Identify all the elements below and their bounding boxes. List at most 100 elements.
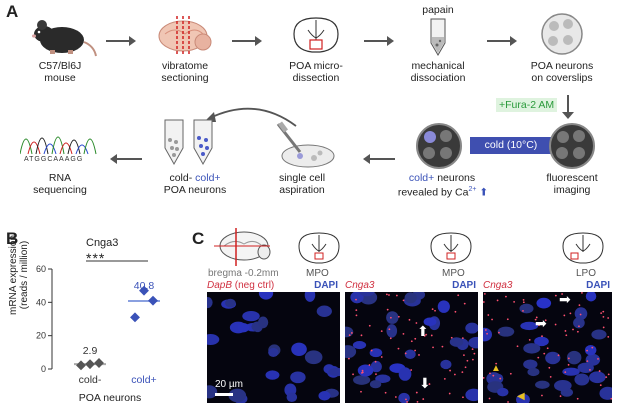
mrna-puncta (563, 314, 566, 317)
mrna-puncta (450, 336, 453, 339)
nucleus (207, 334, 220, 346)
nucleus (527, 367, 540, 377)
mrna-puncta (528, 339, 531, 341)
mrna-puncta (505, 295, 507, 298)
nucleus (352, 341, 367, 350)
nucleus (599, 386, 612, 400)
nucleus (207, 385, 218, 399)
mrna-puncta (454, 310, 457, 313)
scale-bar-label: 20 µm (215, 379, 243, 390)
mrna-puncta (487, 314, 490, 316)
cell-field-2 (345, 292, 478, 403)
mrna-puncta (422, 398, 425, 400)
mrna-puncta (368, 364, 371, 366)
flow-arrow-4 (487, 36, 517, 46)
mrna-puncta (389, 337, 392, 340)
mrna-puncta (410, 369, 413, 371)
nucleus (483, 327, 493, 342)
mrna-puncta (416, 400, 419, 403)
mrna-puncta (414, 337, 417, 340)
nucleus (257, 316, 269, 329)
mrna-puncta (591, 346, 594, 349)
nucleus (291, 342, 307, 356)
mrna-puncta (461, 371, 464, 374)
mrna-puncta (483, 376, 485, 379)
mrna-puncta (368, 324, 371, 327)
nucleus (228, 388, 247, 403)
aspiration-dish-icon (276, 121, 335, 168)
cold-plus-text: cold+ (408, 172, 435, 184)
flow-arrow-5 (363, 154, 395, 164)
region-label-3: LPO (576, 268, 597, 279)
nucleus (554, 380, 572, 392)
arrow-right-icon-2: ➡ (535, 315, 547, 331)
nucleus (404, 349, 416, 359)
calcium-superscript: 2+ (468, 186, 477, 193)
arrow-down-icon: ⬇ (419, 375, 431, 391)
mrna-puncta (492, 374, 495, 377)
y-tick-label-0: 0 (41, 364, 46, 374)
mrna-puncta (559, 395, 562, 398)
nucleus (574, 373, 590, 386)
nucleus (497, 387, 509, 397)
mrna-puncta (554, 323, 557, 326)
nucleus (523, 343, 541, 354)
mrna-puncta (415, 322, 418, 324)
mrna-puncta (495, 362, 498, 365)
mrna-puncta (564, 330, 567, 332)
nucleus (242, 310, 260, 322)
mrna-puncta (576, 330, 579, 333)
mrna-puncta (586, 349, 588, 352)
mrna-puncta (506, 318, 509, 321)
nucleus (536, 297, 552, 309)
mrna-puncta (388, 328, 391, 331)
mrna-puncta (375, 373, 377, 376)
micrograph-label-3: Cnga3 DAPI (483, 279, 612, 292)
revealed-line-2: revealed by Ca2+ ⬆ (388, 184, 498, 199)
mrna-puncta (361, 369, 364, 372)
mrna-puncta (360, 334, 363, 337)
fura-label: +Fura-2 AM (496, 98, 558, 112)
nucleus (225, 298, 236, 308)
mrna-puncta (607, 335, 610, 338)
mrna-puncta (408, 318, 411, 321)
nucleus (369, 380, 382, 389)
probe-suffix-1: (neg ctrl) (232, 280, 275, 291)
mrna-puncta (388, 294, 390, 296)
mrna-puncta (410, 340, 413, 343)
probe-label-3: Cnga3 (483, 280, 513, 291)
nucleus (520, 321, 539, 331)
mrna-puncta (541, 335, 543, 338)
mrna-puncta (544, 319, 547, 322)
nucleus (265, 370, 280, 380)
mrna-puncta (578, 325, 580, 328)
x-category-label-0: cold- (79, 374, 102, 386)
nucleus (345, 345, 357, 359)
mrna-puncta (394, 396, 397, 398)
mrna-puncta (406, 401, 408, 403)
mrna-puncta (397, 315, 400, 318)
mrna-puncta (432, 346, 434, 349)
panel-letter-c: C (192, 229, 205, 248)
mrna-puncta (496, 299, 499, 302)
mrna-puncta (491, 318, 493, 321)
flow-arrow-down-head (562, 112, 574, 119)
nucleus (574, 307, 588, 321)
mrna-puncta (370, 349, 373, 352)
mrna-puncta (554, 294, 557, 297)
mrna-puncta (425, 333, 428, 336)
coronal-lpo-icon (562, 232, 604, 264)
cell-field-1 (207, 292, 340, 403)
mrna-puncta (352, 373, 354, 376)
y-tick-label-1: 20 (36, 331, 46, 341)
mrna-puncta (513, 300, 516, 303)
mrna-puncta (602, 316, 605, 318)
mrna-puncta (461, 337, 464, 340)
nucleus (545, 351, 561, 365)
mrna-puncta (522, 301, 525, 304)
mrna-puncta (348, 334, 351, 337)
nucleus (386, 324, 398, 338)
nucleus (516, 393, 530, 403)
mrna-puncta (404, 352, 407, 355)
imaging-label: fluorescent imaging (546, 172, 598, 196)
